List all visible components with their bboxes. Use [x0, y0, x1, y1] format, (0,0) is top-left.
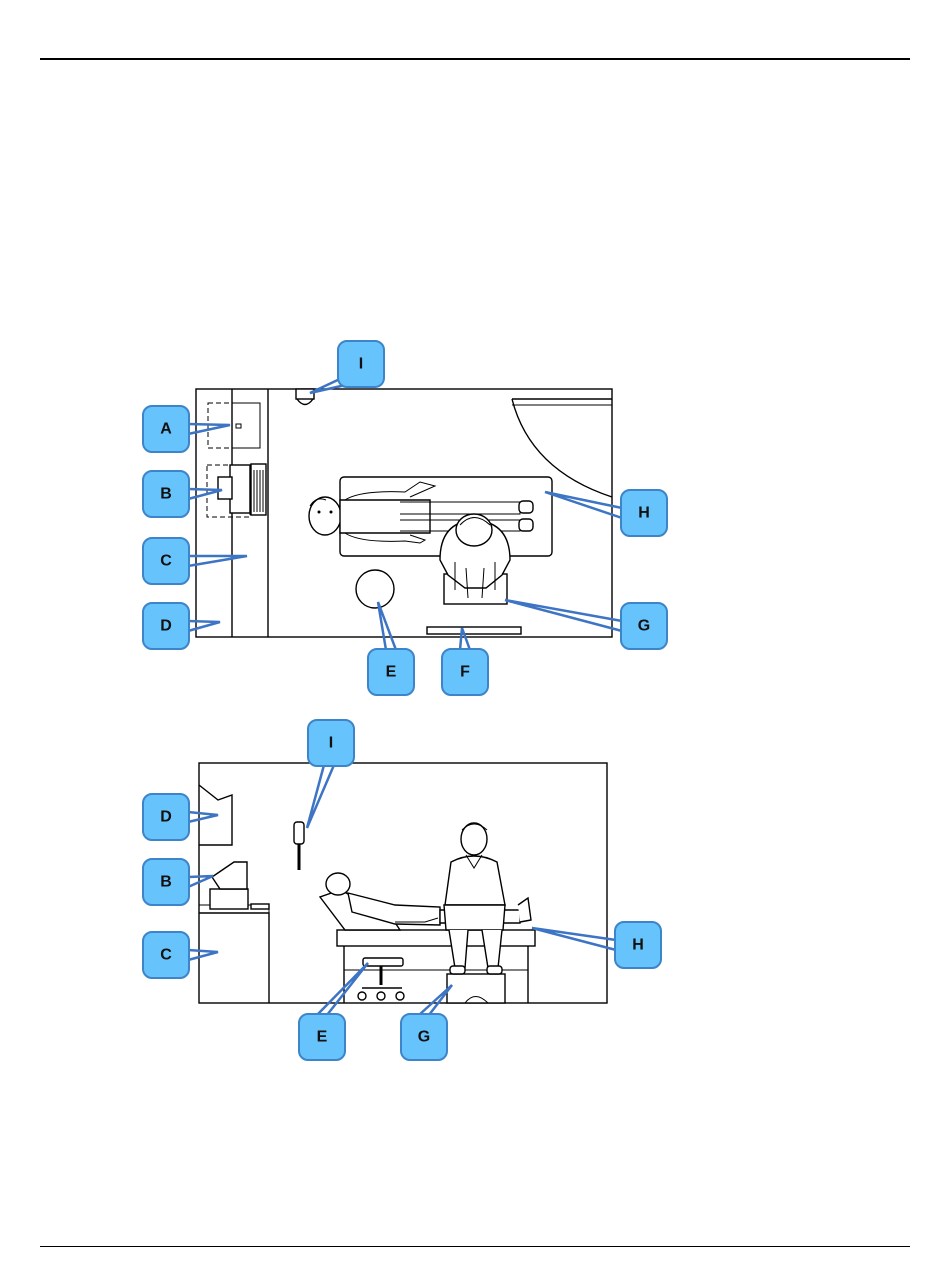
- callout-side-c: C: [143, 932, 218, 978]
- callout-side-d: D: [143, 794, 218, 840]
- leader-line: [188, 812, 218, 822]
- leader-line: [188, 876, 213, 887]
- callout-label: H: [638, 505, 650, 522]
- leader-line: [188, 489, 222, 499]
- side-view: [199, 763, 607, 1003]
- computer-monitor-side: [212, 862, 247, 889]
- leader-line: [505, 600, 622, 631]
- monitor-screen: [218, 477, 232, 499]
- callout-label: D: [160, 809, 172, 826]
- callout-label: G: [638, 618, 650, 635]
- lamp-plan: [296, 389, 314, 399]
- keyboard: [251, 464, 266, 515]
- lamp-side: [294, 822, 304, 844]
- callout-label: D: [160, 618, 172, 635]
- leader-line: [188, 950, 218, 960]
- cabinet-handle: [236, 424, 241, 428]
- callout-label: E: [386, 664, 397, 681]
- leader-line: [378, 602, 396, 650]
- plan-view: [196, 389, 612, 637]
- callout-label: C: [160, 553, 172, 570]
- callout-top-i: I: [310, 341, 384, 393]
- callout-top-h: H: [545, 490, 667, 536]
- callout-label: B: [160, 486, 172, 503]
- leader-line: [188, 556, 247, 566]
- callout-label: F: [460, 664, 470, 681]
- exam-table-side: [337, 930, 535, 946]
- callout-side-g: G: [401, 985, 452, 1060]
- callout-label: A: [160, 421, 172, 438]
- step-plan: [427, 627, 521, 634]
- room-elevation: [199, 763, 607, 1003]
- stool-plan: [356, 570, 394, 608]
- stool-side: [358, 958, 404, 1000]
- callout-label: E: [317, 1029, 328, 1046]
- computer-monitor: [230, 465, 250, 513]
- doctor-side: [444, 823, 505, 974]
- callout-label: I: [329, 735, 333, 752]
- callout-top-a: A: [143, 406, 230, 452]
- callout-top-d: D: [143, 603, 220, 649]
- callout-label: B: [160, 874, 172, 891]
- step-side: [447, 974, 505, 1003]
- callout-side-h: H: [532, 922, 661, 968]
- leader-line: [188, 621, 220, 631]
- callout-side-e: E: [299, 963, 368, 1060]
- leader-line: [307, 765, 334, 828]
- callout-top-e: E: [368, 602, 414, 695]
- computer-base: [210, 889, 248, 909]
- callout-side-i: I: [307, 720, 354, 828]
- callout-label: H: [632, 937, 644, 954]
- keyboard-side: [251, 904, 269, 909]
- callout-label: C: [160, 947, 172, 964]
- callout-top-g: G: [505, 600, 667, 649]
- callout-label: I: [359, 356, 363, 373]
- desk: [199, 913, 269, 1003]
- callout-label: G: [418, 1029, 430, 1046]
- callout-top-f: F: [442, 628, 488, 695]
- leader-line: [317, 963, 368, 1015]
- callout-top-b: B: [143, 471, 222, 517]
- callout-layer: A B C D E F G H I I D B C E G H: [143, 341, 667, 1060]
- leader-line: [532, 928, 616, 950]
- callout-side-b: B: [143, 859, 213, 905]
- leader-line: [188, 424, 230, 434]
- lamp-shade: [297, 399, 313, 405]
